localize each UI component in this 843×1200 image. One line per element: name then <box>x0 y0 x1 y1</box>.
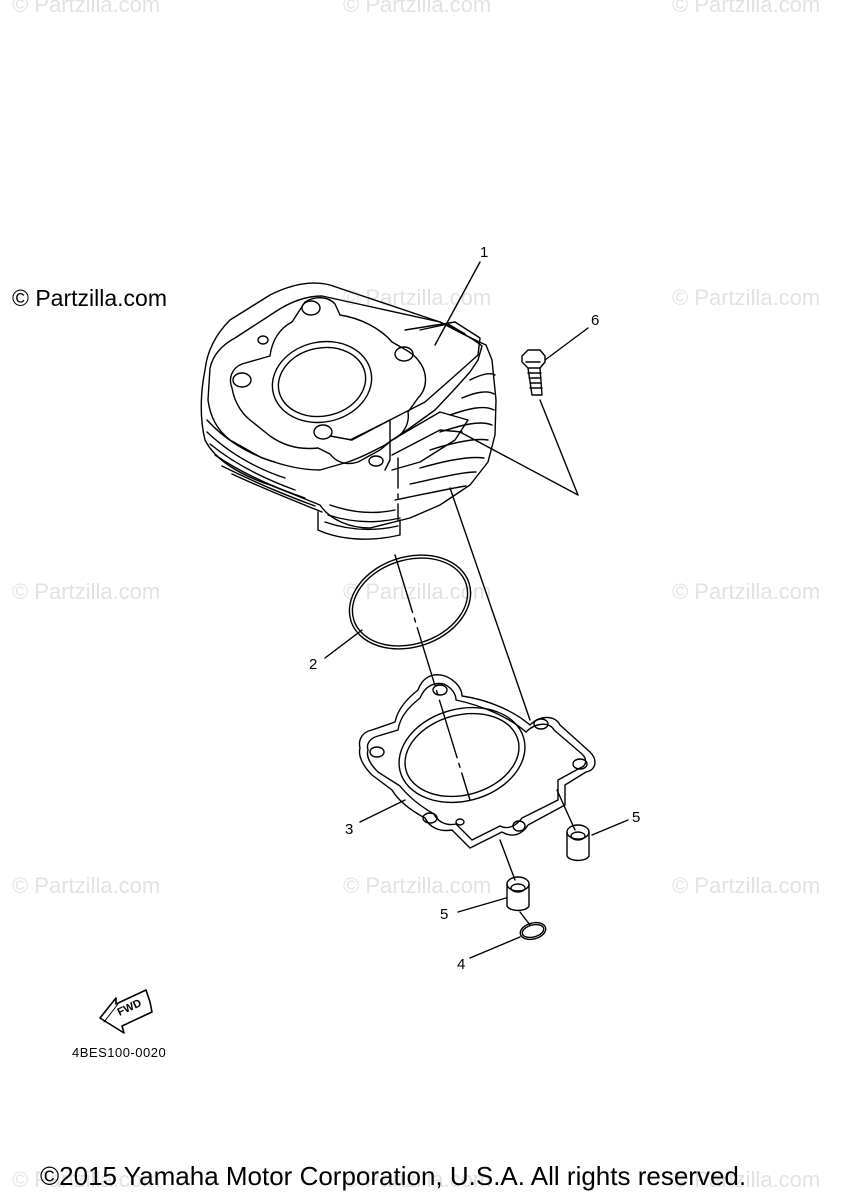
dowel-pin-part <box>566 824 590 862</box>
leader-line-5a <box>591 819 629 836</box>
partzilla-watermark: © Partzilla.com <box>12 285 167 311</box>
watermark: © Partzilla.com <box>672 285 821 310</box>
leader-line-4 <box>469 936 521 959</box>
watermark: © Partzilla.com <box>343 1167 492 1192</box>
copyright-notice: ©2015 Yamaha Motor Corporation, U.S.A. A… <box>40 1161 747 1191</box>
callout-number: 3 <box>345 821 354 838</box>
watermark: © Partzilla.com <box>672 579 821 604</box>
watermark: © Partzilla.com <box>12 0 161 17</box>
bolt-part <box>521 349 546 396</box>
watermark: © Partzilla.com <box>12 1167 161 1192</box>
leader-line-6 <box>544 327 589 361</box>
watermark: © Partzilla.com <box>343 0 492 17</box>
callout-number: 4 <box>457 956 466 973</box>
fwd-arrow-icon <box>99 989 153 1034</box>
leader-line-3 <box>359 799 406 823</box>
callout-number: 6 <box>591 312 600 329</box>
callout-number: 5 <box>440 906 449 923</box>
watermark: © Partzilla.com <box>12 873 161 898</box>
watermark: © Partzilla.com <box>672 873 821 898</box>
callout-number: 1 <box>480 244 489 261</box>
watermark: © Partzilla.com <box>672 0 821 17</box>
leader-line-5b <box>457 897 507 913</box>
base-gasket-part <box>358 674 596 849</box>
diagram-code: 4BES100-0020 <box>72 1045 167 1060</box>
cylinder-part <box>200 282 497 540</box>
watermark: © Partzilla.com <box>12 579 161 604</box>
watermark: © Partzilla.com <box>343 873 492 898</box>
callout-number: 5 <box>632 809 641 826</box>
leader-line-2 <box>324 629 363 659</box>
watermark: © Partzilla.com <box>672 1167 821 1192</box>
callout-number: 2 <box>309 656 318 673</box>
leader-line-1 <box>434 261 481 346</box>
dowel-pin-part <box>506 876 530 912</box>
o-ring-part <box>348 554 472 650</box>
small-o-ring-part <box>519 921 547 941</box>
